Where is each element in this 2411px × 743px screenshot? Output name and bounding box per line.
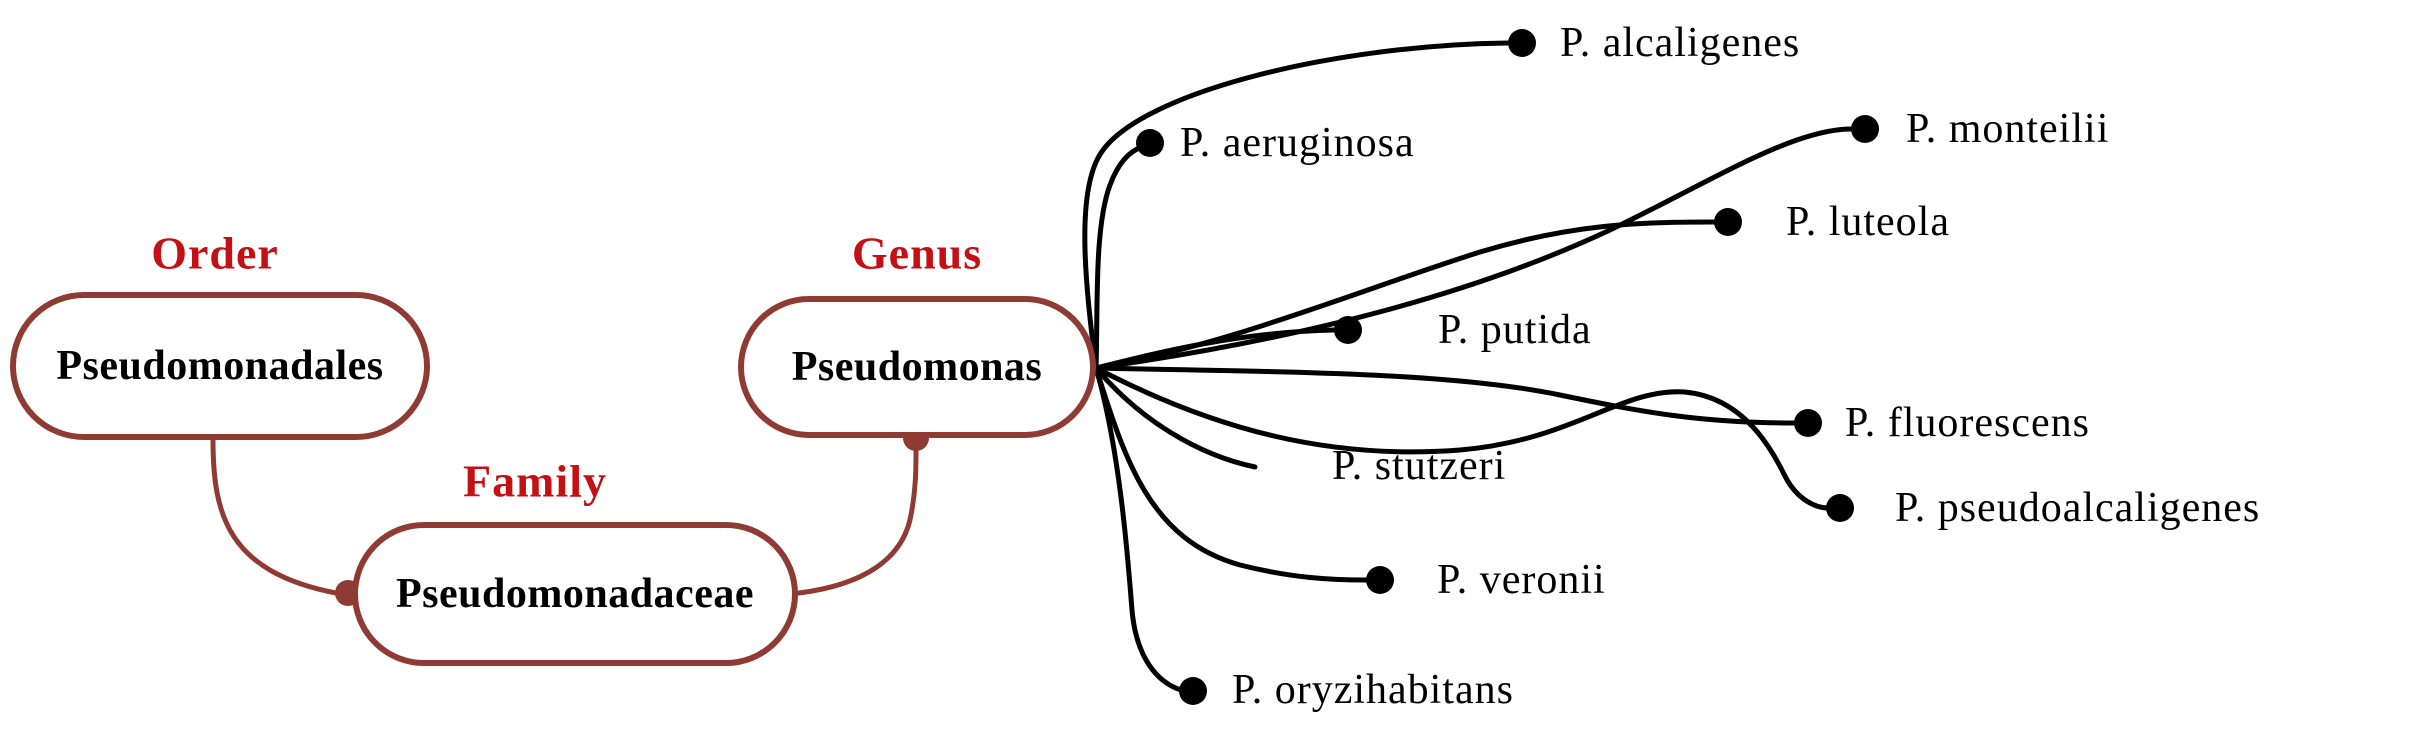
- edge-genus-to-p-putida: [1093, 327, 1337, 371]
- rank-label-genus: Genus: [851, 227, 983, 279]
- edge-genus-to-p-veronii: [1093, 365, 1369, 583]
- p-alcaligenes-dot: [1508, 29, 1536, 57]
- species-label-p-aeruginosa: P. aeruginosa: [1180, 120, 1415, 166]
- p-luteola-dot: [1714, 208, 1742, 236]
- p-monteilii-dot: [1851, 115, 1879, 143]
- species-label-p-veronii: P. veronii: [1437, 557, 1606, 603]
- node-genus: Pseudomonas: [738, 296, 1096, 438]
- p-oryzihabitans-dot: [1179, 677, 1207, 705]
- rank-label-family: Family: [463, 455, 607, 507]
- node-family-label: Pseudomonadaceae: [396, 571, 754, 617]
- edge-genus-to-p-oryzihabitans: [1093, 365, 1184, 693]
- edge-genus-to-p-monteilii: [1093, 126, 1854, 371]
- node-order-label: Pseudomonadales: [56, 343, 384, 389]
- p-putida-dot: [1334, 316, 1362, 344]
- species-label-p-pseudoalcaligenes: P. pseudoalcaligenes: [1895, 485, 2261, 531]
- p-pseudoalcaligenes-dot: [1826, 494, 1854, 522]
- node-family: Pseudomonadaceae: [352, 522, 798, 666]
- species-label-p-alcaligenes: P. alcaligenes: [1560, 20, 1801, 66]
- species-label-p-stutzeri: P. stutzeri: [1332, 443, 1507, 489]
- node-genus-label: Pseudomonas: [791, 344, 1043, 390]
- rank-label-order: Order: [151, 227, 279, 279]
- p-fluorescens-dot: [1794, 409, 1822, 437]
- node-order: Pseudomonadales: [10, 292, 430, 440]
- species-label-p-luteola: P. luteola: [1786, 199, 1950, 245]
- edge-genus-to-p-pseudoalcaligenes: [1093, 365, 1831, 511]
- edge-genus-to-p-stutzeri: [1093, 365, 1258, 470]
- edge-family-to-genus: [796, 447, 919, 596]
- species-label-p-putida: P. putida: [1438, 307, 1592, 353]
- edge-genus-to-p-fluorescens: [1093, 365, 1797, 426]
- p-veronii-dot: [1366, 566, 1394, 594]
- edge-genus-to-p-alcaligenes: [1082, 40, 1511, 371]
- species-label-p-fluorescens: P. fluorescens: [1845, 400, 2090, 446]
- species-label-p-oryzihabitans: P. oryzihabitans: [1232, 667, 1514, 713]
- p-aeruginosa-dot: [1136, 129, 1164, 157]
- edge-order-to-family: [210, 437, 339, 596]
- edge-genus-to-p-aeruginosa: [1093, 144, 1145, 371]
- species-label-p-monteilii: P. monteilii: [1906, 106, 2110, 152]
